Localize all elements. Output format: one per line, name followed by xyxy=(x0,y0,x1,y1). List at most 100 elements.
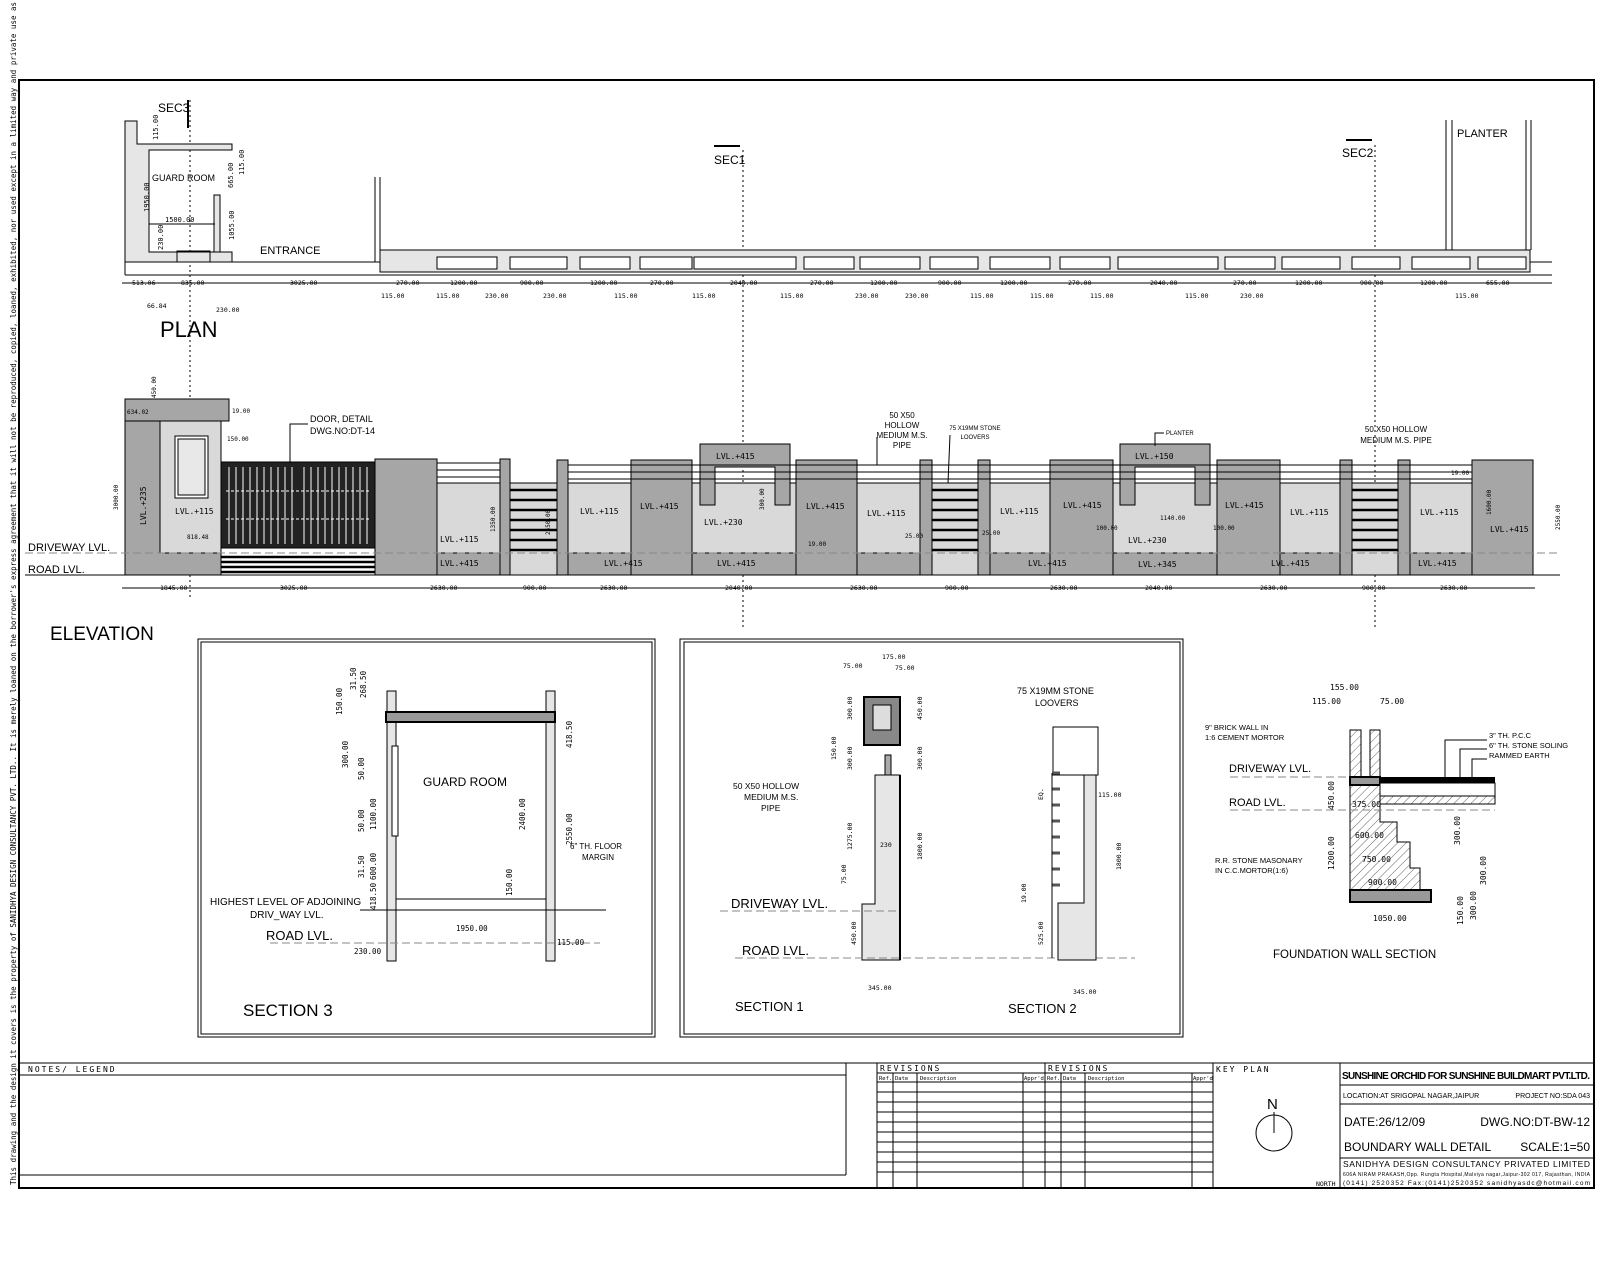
dimension-label: 835.00 xyxy=(181,279,205,287)
dimension-label: 19.00 xyxy=(808,541,826,548)
revision-columns: Ref. Date Description Appr'd Ref. Date D… xyxy=(879,1076,1213,1082)
foundation-title: FOUNDATION WALL SECTION xyxy=(1273,949,1436,961)
dimension-label: LVL.+235 xyxy=(139,486,148,525)
dimension-label: 900.00 xyxy=(945,584,969,592)
notes-legend-header: NOTES/ LEGEND xyxy=(28,1065,117,1074)
dimension-label: 1600.00 xyxy=(1486,489,1493,515)
drawing-date: DATE:26/12/09 xyxy=(1344,1115,1425,1129)
brick-note: 9" BRICK WALL IN xyxy=(1205,723,1268,732)
dimension-label: 115.00 xyxy=(1098,791,1122,799)
dimension-label: 115.00 xyxy=(381,292,405,300)
dimension-label: 2630.00 xyxy=(1260,584,1287,592)
pipe-note: HOLLOW xyxy=(885,421,920,430)
dimension-label: LVL.+415 xyxy=(1490,525,1529,534)
dimension-label: LVL.+415 xyxy=(1063,501,1102,510)
dim: 665.00 xyxy=(227,163,235,188)
consultant-name: SANIDHYA DESIGN CONSULTANCY PRIVATED LIM… xyxy=(1343,1159,1590,1169)
wall-segments xyxy=(374,443,1534,576)
dimension-label: 230.00 xyxy=(543,292,567,300)
dimension-label: 345.00 xyxy=(1073,988,1097,996)
dimension-label: LVL.+115 xyxy=(440,535,479,544)
dimension-label: 418.50 xyxy=(369,882,378,910)
dimension-label: LVL.+415 xyxy=(716,452,755,461)
dimension-label: 1950.00 xyxy=(456,924,488,933)
dimension-label: LVL.+345 xyxy=(1138,560,1177,569)
dimension-label: 2040.00 xyxy=(730,279,757,287)
dimension-label: 50.00 xyxy=(357,757,366,780)
dimension-label: 150.00 xyxy=(505,868,514,896)
dimension-label: 3025.00 xyxy=(290,279,317,287)
dimension-label: 1200.00 xyxy=(1295,279,1322,287)
dimension-label: LVL.+415 xyxy=(1271,559,1310,568)
dimension-label: Appr'd xyxy=(1193,1076,1213,1082)
dimension-label: 2630.00 xyxy=(600,584,627,592)
dimension-label: 1200.00 xyxy=(450,279,477,287)
dimension-label: 115.00 xyxy=(1455,292,1479,300)
dimension-label: 230.00 xyxy=(216,306,240,314)
highest-level-note: HIGHEST LEVEL OF ADJOINING xyxy=(210,897,361,908)
section-3: GUARD ROOM 6" TH. FLOOR MARGIN HIGHEST L… xyxy=(197,638,656,1038)
dimension-label: LVL.+115 xyxy=(1420,508,1459,517)
dimension-label: 750.00 xyxy=(1362,855,1391,864)
dimension-label: 2630.00 xyxy=(1440,584,1467,592)
dimension-label: 75.00 xyxy=(1380,697,1404,706)
foundation-wall-section: DRIVEWAY LVL. ROAD LVL. 9" BRICK WALL IN… xyxy=(1205,683,1568,961)
dim: 115.00 xyxy=(238,150,246,175)
dimension-label: LVL.+150 xyxy=(1135,452,1174,461)
elevation-dimensions: 1845.00 3025.00 2630.00 900.00 2630.00 2… xyxy=(160,584,1467,592)
plan-entrance-label: ENTRANCE xyxy=(260,245,321,257)
dimension-label: LVL.+415 xyxy=(1028,559,1067,568)
door-note: DOOR, DETAIL xyxy=(310,414,373,424)
dimension-label: 19.00 xyxy=(232,408,250,415)
dimension-label: LVL.+230 xyxy=(704,518,743,527)
sheet-border xyxy=(18,79,1595,1189)
plan-planter-label: PLANTER xyxy=(1457,128,1508,140)
dimension-label: 19.00 xyxy=(1020,883,1028,903)
dimension-label: 450.00 xyxy=(151,376,158,398)
dimension-label: Date xyxy=(1063,1076,1076,1082)
section2-dims: 115.00 1800.00 19.00 525.00 345.00 EQ. xyxy=(1020,788,1123,996)
dimension-label: 115.00 xyxy=(614,292,638,300)
section1-pipe-note: PIPE xyxy=(761,803,781,813)
dimension-label: LVL.+415 xyxy=(440,559,479,568)
dimension-label: 1200.00 xyxy=(1420,279,1447,287)
dimension-label: 1200.00 xyxy=(590,279,617,287)
dimension-label: EQ. xyxy=(1037,788,1045,800)
dimension-label: 655.00 xyxy=(1486,279,1510,287)
dimension-label: 50.00 xyxy=(357,809,366,832)
dimension-label: 115.00 xyxy=(1185,292,1209,300)
dimension-label: 66.84 xyxy=(147,302,167,310)
dimension-label: 900.00 xyxy=(520,279,544,287)
dimension-label: Appr'd xyxy=(1024,1076,1044,1082)
revisions-header: REVISIONS xyxy=(880,1064,941,1073)
pipe-note: MEDIUM M.S. xyxy=(876,431,927,440)
layer-note: 6" TH. STONE SOLING xyxy=(1489,741,1568,750)
dimension-label: 600.00 xyxy=(1355,831,1384,840)
dimension-label: 513.06 xyxy=(132,279,156,287)
dimension-label: 1200.00 xyxy=(1000,279,1027,287)
dimension-label: 230 xyxy=(880,841,892,849)
dimension-label: LVL.+230 xyxy=(1128,536,1167,545)
brick-note: 1:6 CEMENT MORTOR xyxy=(1205,733,1285,742)
dimension-label: LVL.+115 xyxy=(1290,508,1329,517)
drawing-title: BOUNDARY WALL DETAIL xyxy=(1344,1140,1491,1154)
dimension-label: 270.00 xyxy=(1068,279,1092,287)
dimension-label: 150.00 xyxy=(1456,896,1465,925)
section-1-and-2: 50 X50 HOLLOW MEDIUM M.S. PIPE DRIVEWAY … xyxy=(679,638,1184,1038)
dimension-label: 230.00 xyxy=(855,292,879,300)
dimension-label: 375.00 xyxy=(1352,800,1381,809)
dimension-label: 230.00 xyxy=(354,947,382,956)
dimension-label: 115.00 xyxy=(557,938,585,947)
dimension-label: LVL.+415 xyxy=(604,559,643,568)
section-marker-sec3: SEC3 xyxy=(158,101,190,115)
dimension-label: 300.00 xyxy=(916,746,924,770)
dimension-label: 634.02 xyxy=(127,409,149,416)
dimension-label: 300.00 xyxy=(846,746,854,770)
section3-guard-room-label: GUARD ROOM xyxy=(423,775,507,789)
dimension-label: 900.00 xyxy=(1368,878,1397,887)
elevation-misc-dimensions: 450.00 634.02 19.00 150.00 3000.00 818.4… xyxy=(113,376,1562,548)
section2-louvers xyxy=(1052,771,1060,887)
dimension-label: Description xyxy=(1088,1076,1124,1082)
dimension-label: 25.00 xyxy=(982,530,1000,537)
dimension-label: 75.00 xyxy=(843,662,863,670)
